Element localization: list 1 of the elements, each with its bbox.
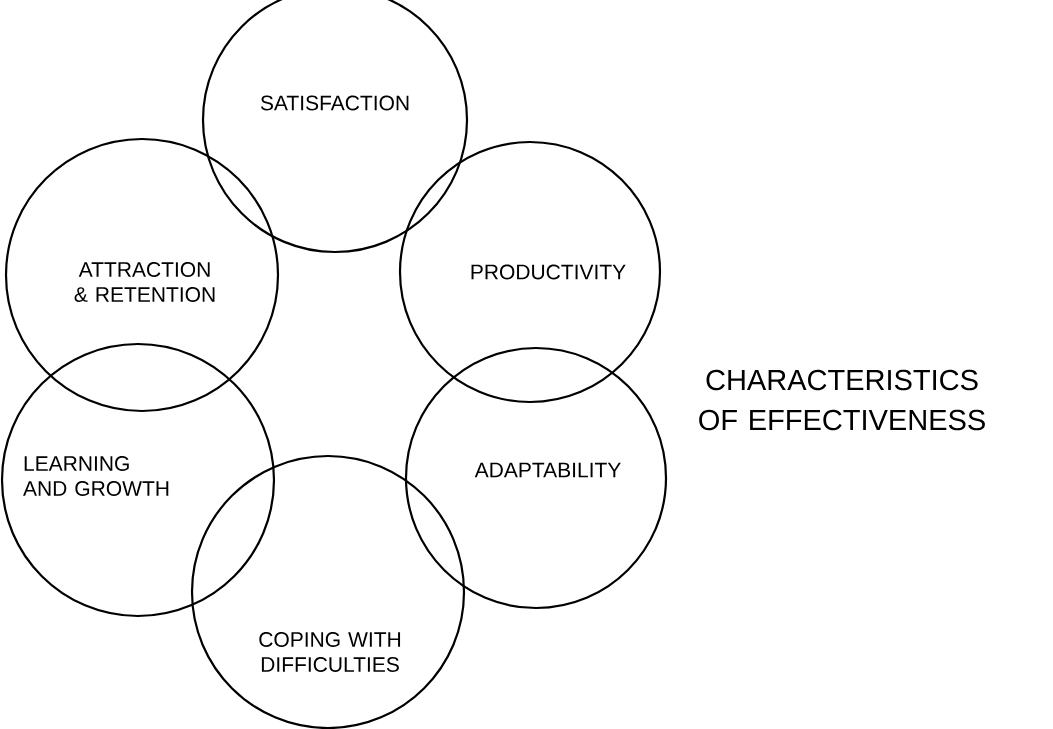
title: CHARACTERISTICS OF EFFECTIVENESS [699, 369, 985, 431]
